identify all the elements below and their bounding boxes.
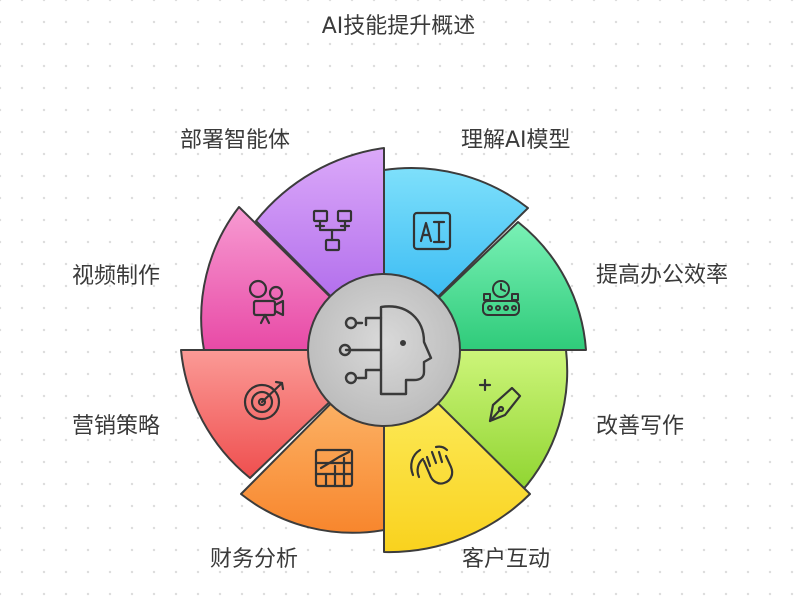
network-icon [312,209,353,252]
label-office-efficiency: 提高办公效率 [596,263,729,288]
hand-wave-icon [410,445,454,485]
target-icon [243,380,285,421]
bar-chart-icon [314,448,354,488]
ai-chip-icon [412,211,452,251]
label-video: 视频制作 [72,264,161,289]
label-deploy-agents: 部署智能体 [180,128,291,153]
label-customer-interaction: 客户互动 [462,547,551,572]
label-marketing: 营销策略 [72,414,161,439]
camera-icon [248,279,285,325]
ai-head-icon [338,305,433,396]
conveyor-clock-icon [482,280,520,316]
diagram-title: AI技能提升概述 [321,14,476,39]
label-financial-analysis: 财务分析 [210,547,299,572]
label-improve-writing: 改善写作 [596,414,685,439]
label-understand-ai: 理解AI模型 [461,128,571,153]
center-circle [307,273,461,427]
pen-sparkle-icon [478,378,522,423]
